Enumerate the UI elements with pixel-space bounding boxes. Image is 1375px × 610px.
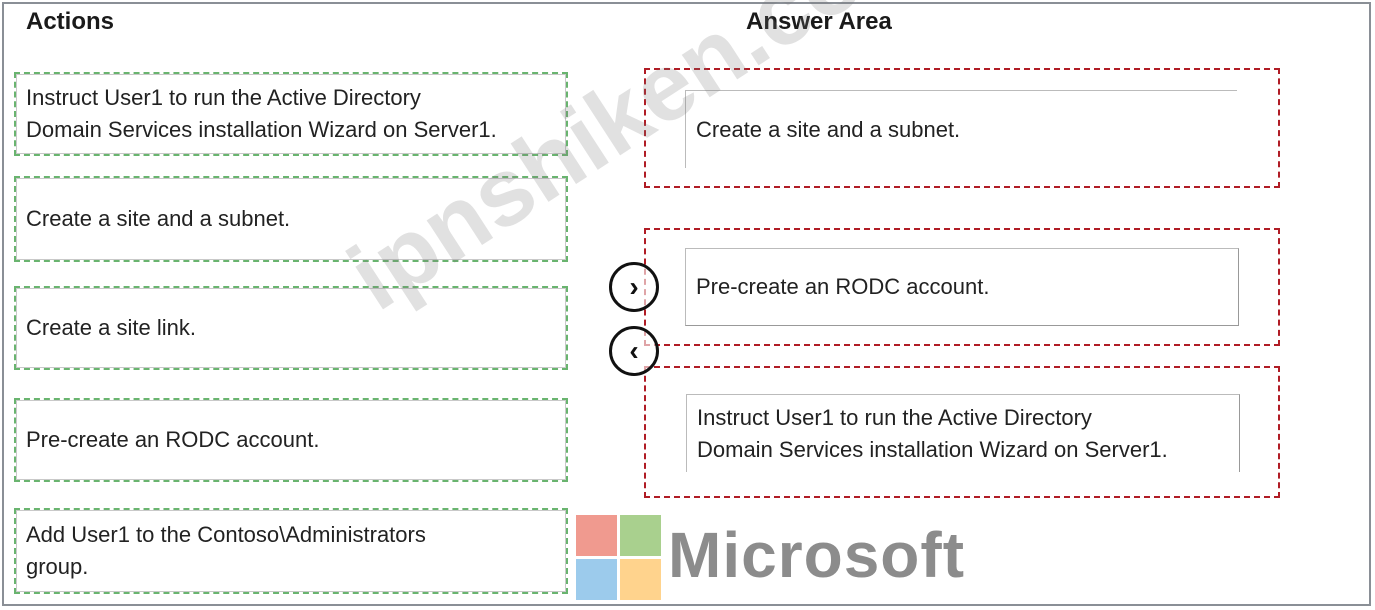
action-item-label: Add User1 to the Contoso\Administrators …: [26, 522, 426, 579]
answer-item-run-wizard[interactable]: Instruct User1 to run the Active Directo…: [686, 394, 1240, 472]
answer-slot-1[interactable]: [644, 68, 1280, 188]
action-item-label: Pre-create an RODC account.: [26, 427, 320, 452]
action-item-run-wizard[interactable]: Instruct User1 to run the Active Directo…: [14, 72, 568, 156]
answer-slot-3[interactable]: [644, 366, 1280, 498]
answer-item-label: Instruct User1 to run the Active Directo…: [697, 404, 1168, 462]
action-item-create-site-link[interactable]: Create a site link.: [14, 286, 568, 370]
answer-area-heading: Answer Area: [746, 8, 892, 35]
action-item-precreate-rodc[interactable]: Pre-create an RODC account.: [14, 398, 568, 482]
action-item-label: Create a site link.: [26, 315, 196, 340]
answer-item-label: Pre-create an RODC account.: [696, 274, 990, 299]
action-item-label: Instruct User1 to run the Active Directo…: [26, 85, 497, 142]
actions-heading: Actions: [26, 8, 115, 35]
move-left-button[interactable]: ‹: [609, 326, 659, 376]
answer-item-label: Create a site and a subnet.: [696, 116, 961, 142]
answer-item-precreate-rodc[interactable]: Pre-create an RODC account.: [685, 248, 1239, 326]
action-item-add-user-admins[interactable]: Add User1 to the Contoso\Administrators …: [14, 508, 568, 594]
move-right-button[interactable]: ›: [609, 262, 659, 312]
answer-item-create-site-subnet[interactable]: Create a site and a subnet.: [685, 90, 1237, 168]
microsoft-wordmark: Microsoft: [668, 519, 965, 591]
chevron-right-icon: ›: [629, 271, 639, 302]
action-item-create-site-subnet[interactable]: Create a site and a subnet.: [14, 176, 568, 262]
microsoft-logo-icon: [576, 515, 662, 601]
chevron-left-icon: ‹: [629, 335, 639, 366]
action-item-label: Create a site and a subnet.: [26, 206, 291, 231]
